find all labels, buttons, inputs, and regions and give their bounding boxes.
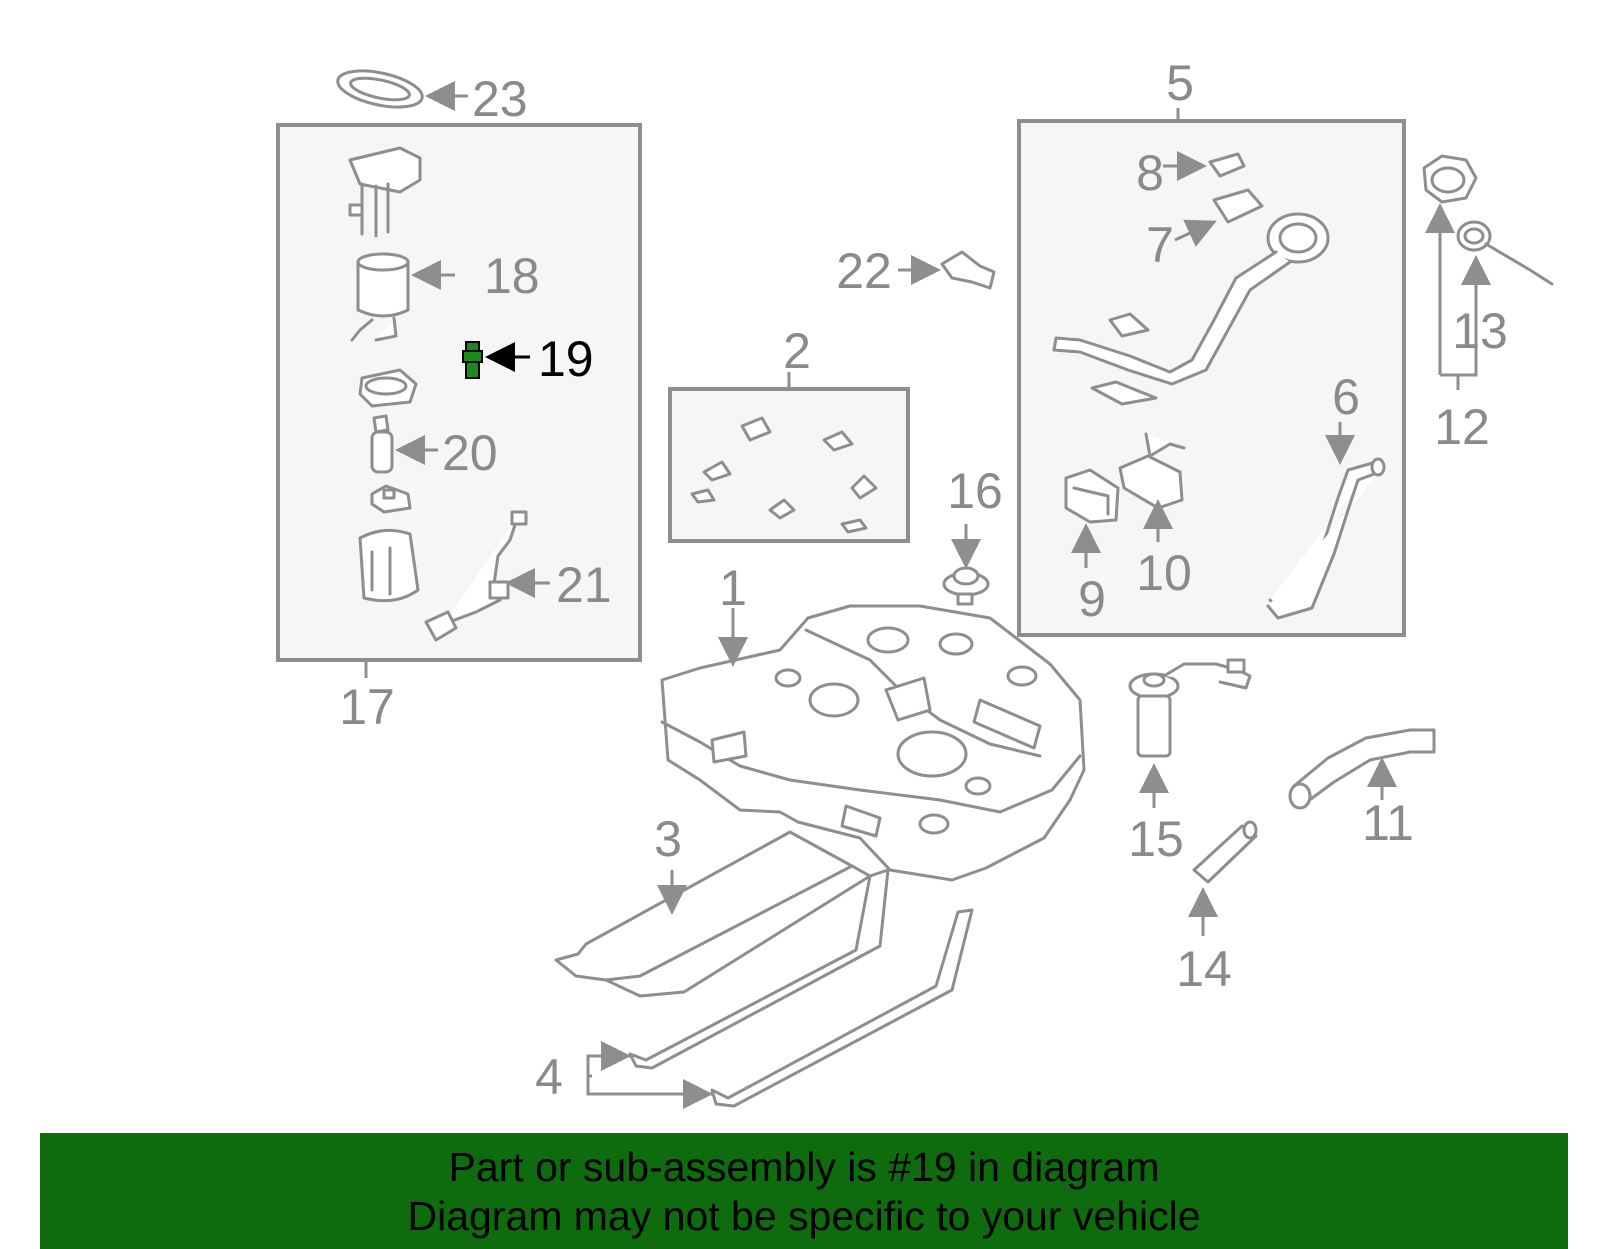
callout-2: 2: [783, 323, 811, 379]
part-3-heat-shield: [554, 830, 872, 998]
callout-22: 22: [836, 243, 892, 299]
part-18-filter: [350, 252, 410, 342]
filler-neck-assembly-group: [1017, 108, 1406, 637]
part-10-bracket: [1118, 432, 1186, 510]
callout-15: 15: [1128, 811, 1184, 867]
callout-20: 20: [442, 425, 498, 481]
pump-retainer-ring: [358, 368, 418, 408]
part-9-housing: [1064, 468, 1120, 524]
pump-reservoir: [358, 528, 420, 603]
callout-6: 6: [1332, 369, 1360, 425]
part-20-pump: [370, 414, 394, 474]
part-15-sender: [1128, 658, 1252, 758]
callout-23: 23: [472, 71, 528, 127]
banner-line-2: Diagram may not be specific to your vehi…: [407, 1193, 1201, 1239]
part-23-gasket: [336, 69, 424, 109]
callout-3: 3: [654, 811, 682, 867]
callout-5: 5: [1166, 55, 1194, 111]
part-1-fuel-tank: [660, 604, 1086, 882]
callout-21: 21: [556, 557, 612, 613]
callout-7: 7: [1146, 217, 1174, 273]
part-21-sender: [424, 510, 528, 642]
pump-clip: [370, 484, 412, 514]
callout-12: 12: [1434, 399, 1490, 455]
callout-10: 10: [1136, 545, 1192, 601]
banner-line-1: Part or sub-assembly is #19 in diagram: [448, 1144, 1160, 1190]
gasket-kit-group: [668, 372, 910, 543]
part-22-clip: [940, 250, 996, 290]
part-12-fuel-cap: [1422, 154, 1478, 204]
filler-neck-pipe: [1052, 212, 1330, 406]
part-6-hose: [1266, 457, 1386, 620]
callout-19-highlighted: 19: [538, 331, 594, 387]
callout-14: 14: [1176, 941, 1232, 997]
callout-4: 4: [535, 1049, 563, 1105]
part-11-hose: [1288, 728, 1436, 810]
fuel-pump-assembly-group: [276, 69, 642, 678]
callout-17: 17: [339, 679, 395, 735]
assembly-box-2: [668, 387, 910, 543]
part-13-cap-tether: [1456, 220, 1554, 286]
info-banner: Part or sub-assembly is #19 in diagram D…: [40, 1133, 1568, 1249]
callout-18: 18: [484, 248, 540, 304]
callout-13: 13: [1452, 303, 1508, 359]
part-16-grommet: [942, 566, 990, 606]
pump-module-top: [348, 146, 422, 238]
part-19-highlighted: [462, 341, 483, 379]
assembly-box-17: [276, 123, 642, 662]
callout-11: 11: [1362, 795, 1414, 851]
part-14-pipe: [1192, 820, 1258, 884]
callout-16: 16: [947, 463, 1003, 519]
callout-1: 1: [719, 560, 747, 616]
part-4-straps: [628, 868, 974, 1108]
callout-8: 8: [1136, 145, 1164, 201]
callout-9: 9: [1078, 571, 1106, 627]
